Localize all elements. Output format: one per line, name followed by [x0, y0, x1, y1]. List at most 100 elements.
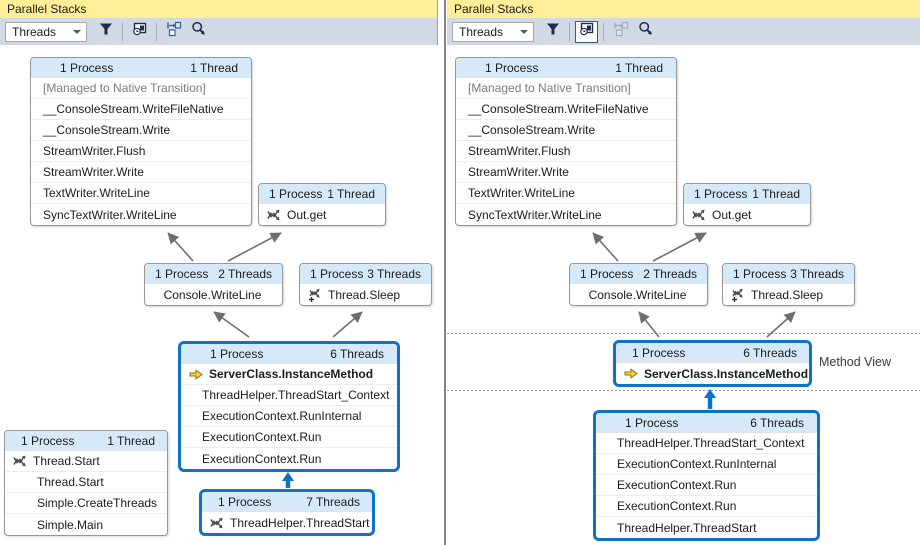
stack-frame-row[interactable]: ExecutionContext.Run [596, 496, 817, 517]
stack-frame-label: Out.get [287, 207, 327, 222]
stack-frame-row[interactable]: [Managed to Native Transition] [31, 78, 251, 99]
stack-frame-row[interactable]: StreamWriter.Write [31, 162, 251, 183]
stack-box-out-get: 1 Process 1 Thread Out.get [258, 183, 386, 226]
stack-frame-row[interactable]: TextWriter.WriteLine [456, 183, 676, 204]
stack-frame-label: ExecutionContext.Run [202, 430, 322, 444]
stack-frame-row[interactable]: StreamWriter.Write [456, 162, 676, 183]
highlighted-call-arrowhead [704, 389, 716, 398]
thread-count: 6 Threads [743, 345, 797, 360]
stack-frame-row[interactable]: Console.WriteLine [145, 284, 282, 305]
stack-frame-row[interactable]: Out.get [259, 204, 385, 225]
stack-frame-row[interactable]: [Managed to Native Transition] [456, 78, 676, 99]
stack-frame-row[interactable]: ExecutionContext.Run [181, 427, 397, 448]
stack-frame-row[interactable]: Simple.CreateThreads [5, 493, 167, 514]
view-selector-dropdown[interactable]: Threads [452, 21, 534, 42]
stack-frame-row[interactable]: __ConsoleStream.WriteFileNative [456, 99, 676, 120]
filter-button[interactable] [94, 21, 117, 43]
autoscroll-button-disabled [609, 21, 632, 43]
stack-frame-row[interactable]: Thread.Sleep [300, 284, 431, 305]
stack-frame-label: Thread.Start [37, 475, 104, 489]
zoom-control-icon [191, 21, 207, 42]
stack-frame-row[interactable]: TextWriter.WriteLine [31, 183, 251, 204]
stack-frame-row[interactable]: ExecutionContext.RunInternal [596, 454, 817, 475]
process-count: 1 Process [210, 346, 264, 361]
stack-frame-row[interactable]: Thread.Sleep [723, 284, 854, 305]
stack-frame-row[interactable]: StreamWriter.Flush [456, 141, 676, 162]
view-selector-dropdown[interactable]: Threads [5, 21, 87, 42]
process-count: 1 Process [310, 266, 364, 281]
threads-plus-icon [731, 288, 745, 302]
stack-frame-row[interactable]: Thread.Start [5, 472, 167, 493]
stack-frame-row[interactable]: Thread.Start [5, 451, 167, 472]
call-arrow [332, 311, 363, 338]
stack-frame-row[interactable]: SyncTextWriter.WriteLine [31, 204, 251, 225]
parallel-stacks-pane-right: Parallel Stacks Threads [447, 0, 920, 545]
stack-box-header: 1 Process 3 Threads [300, 264, 431, 284]
stack-box-output: 1 Process 1 Thread [Managed to Native Tr… [455, 57, 677, 226]
filter-button[interactable] [541, 21, 564, 43]
method-view-button[interactable] [128, 21, 151, 43]
stack-frame-label: Console.WriteLine [163, 287, 262, 302]
stack-frame-row[interactable]: ThreadHelper.ThreadStart_Context [596, 433, 817, 454]
parallel-stacks-pane-left: Parallel Stacks Threads [0, 0, 438, 545]
stack-frame-row[interactable]: ExecutionContext.RunInternal [181, 406, 397, 427]
stack-frame-row[interactable]: ThreadHelper.ThreadStart [596, 517, 817, 538]
stack-frame-label: StreamWriter.Write [468, 165, 569, 179]
stack-box-thread-sleep: 1 Process 3 Threads Thread.Sleep [722, 263, 855, 306]
thread-count: 6 Threads [330, 346, 384, 361]
stack-frame-label: StreamWriter.Flush [43, 144, 146, 158]
stack-frame-row[interactable]: __ConsoleStream.WriteFileNative [31, 99, 251, 120]
stack-box-console-writeline: 1 Process 2 Threads Console.WriteLine [569, 263, 708, 306]
stack-frame-row[interactable]: ThreadHelper.ThreadStart_Context [181, 385, 397, 406]
method-view-button-active[interactable] [575, 20, 598, 43]
thread-count: 6 Threads [750, 415, 804, 430]
toolbar: Threads [0, 18, 437, 45]
process-count: 1 Process [155, 266, 209, 281]
threads-icon [267, 209, 281, 221]
stack-frame-label: StreamWriter.Write [43, 165, 144, 179]
thread-count: 7 Threads [306, 494, 360, 509]
process-count: 1 Process [625, 415, 679, 430]
stack-frame-label: Console.WriteLine [588, 287, 687, 302]
stack-frame-row[interactable]: Console.WriteLine [570, 284, 707, 305]
stack-box-thread-sleep: 1 Process 3 Threads Thread.Sleep [299, 263, 432, 306]
stack-frame-row[interactable]: StreamWriter.Flush [31, 141, 251, 162]
stack-frame-row[interactable]: ExecutionContext.Run [596, 475, 817, 496]
stack-frame-label: Thread.Sleep [328, 287, 401, 302]
stack-frame-label: Simple.Main [37, 517, 104, 532]
stack-frame-row[interactable]: ServerClass.InstanceMethod [181, 364, 397, 385]
stack-frame-row[interactable]: ThreadHelper.ThreadStart [202, 512, 372, 533]
stack-frame-row[interactable]: ServerClass.InstanceMethod [616, 363, 809, 384]
stack-frame-row[interactable]: Simple.Main [5, 514, 167, 535]
stack-frame-row[interactable]: SyncTextWriter.WriteLine [456, 204, 676, 225]
stack-frame-label: ThreadHelper.ThreadStart [617, 520, 757, 535]
process-count: 1 Process [218, 494, 272, 509]
zoom-control-button[interactable] [634, 21, 657, 43]
stack-frame-row[interactable]: ExecutionContext.Run [181, 448, 397, 469]
stack-box-out-get: 1 Process 1 Thread Out.get [683, 183, 811, 226]
highlighted-call-arrowhead [282, 472, 294, 481]
window-titlebar[interactable]: Parallel Stacks [0, 0, 437, 18]
window-titlebar[interactable]: Parallel Stacks [447, 0, 920, 18]
autoscroll-button[interactable] [162, 21, 185, 43]
stacks-diagram-left: 1 Process 1 Thread [Managed to Native Tr… [0, 45, 438, 545]
stack-box-threadstart-highlighted: 1 Process 7 Threads ThreadHelper.ThreadS… [199, 489, 375, 536]
filter-icon [545, 21, 561, 42]
stack-frame-row[interactable]: Out.get [684, 204, 810, 225]
pane-splitter[interactable] [444, 0, 446, 545]
thread-count: 1 Thread [107, 433, 155, 448]
stack-frame-label: __ConsoleStream.Write [43, 123, 171, 137]
stack-frame-row[interactable]: __ConsoleStream.Write [456, 120, 676, 141]
zoom-control-button[interactable] [187, 21, 210, 43]
stack-box-header: 1 Process 1 Thread [684, 184, 810, 204]
threads-icon [13, 455, 27, 467]
stack-frame-label: ThreadHelper.ThreadStart_Context [617, 436, 805, 450]
stack-box-header: 1 Process 1 Thread [5, 431, 167, 451]
stack-frame-row[interactable]: __ConsoleStream.Write [31, 120, 251, 141]
stack-frame-label: Out.get [712, 207, 752, 222]
chevron-down-icon [520, 29, 528, 34]
call-arrow [213, 311, 250, 338]
threads-icon [692, 209, 706, 221]
stack-box-callers-highlighted: 1 Process 6 Threads ThreadHelper.ThreadS… [593, 410, 820, 541]
